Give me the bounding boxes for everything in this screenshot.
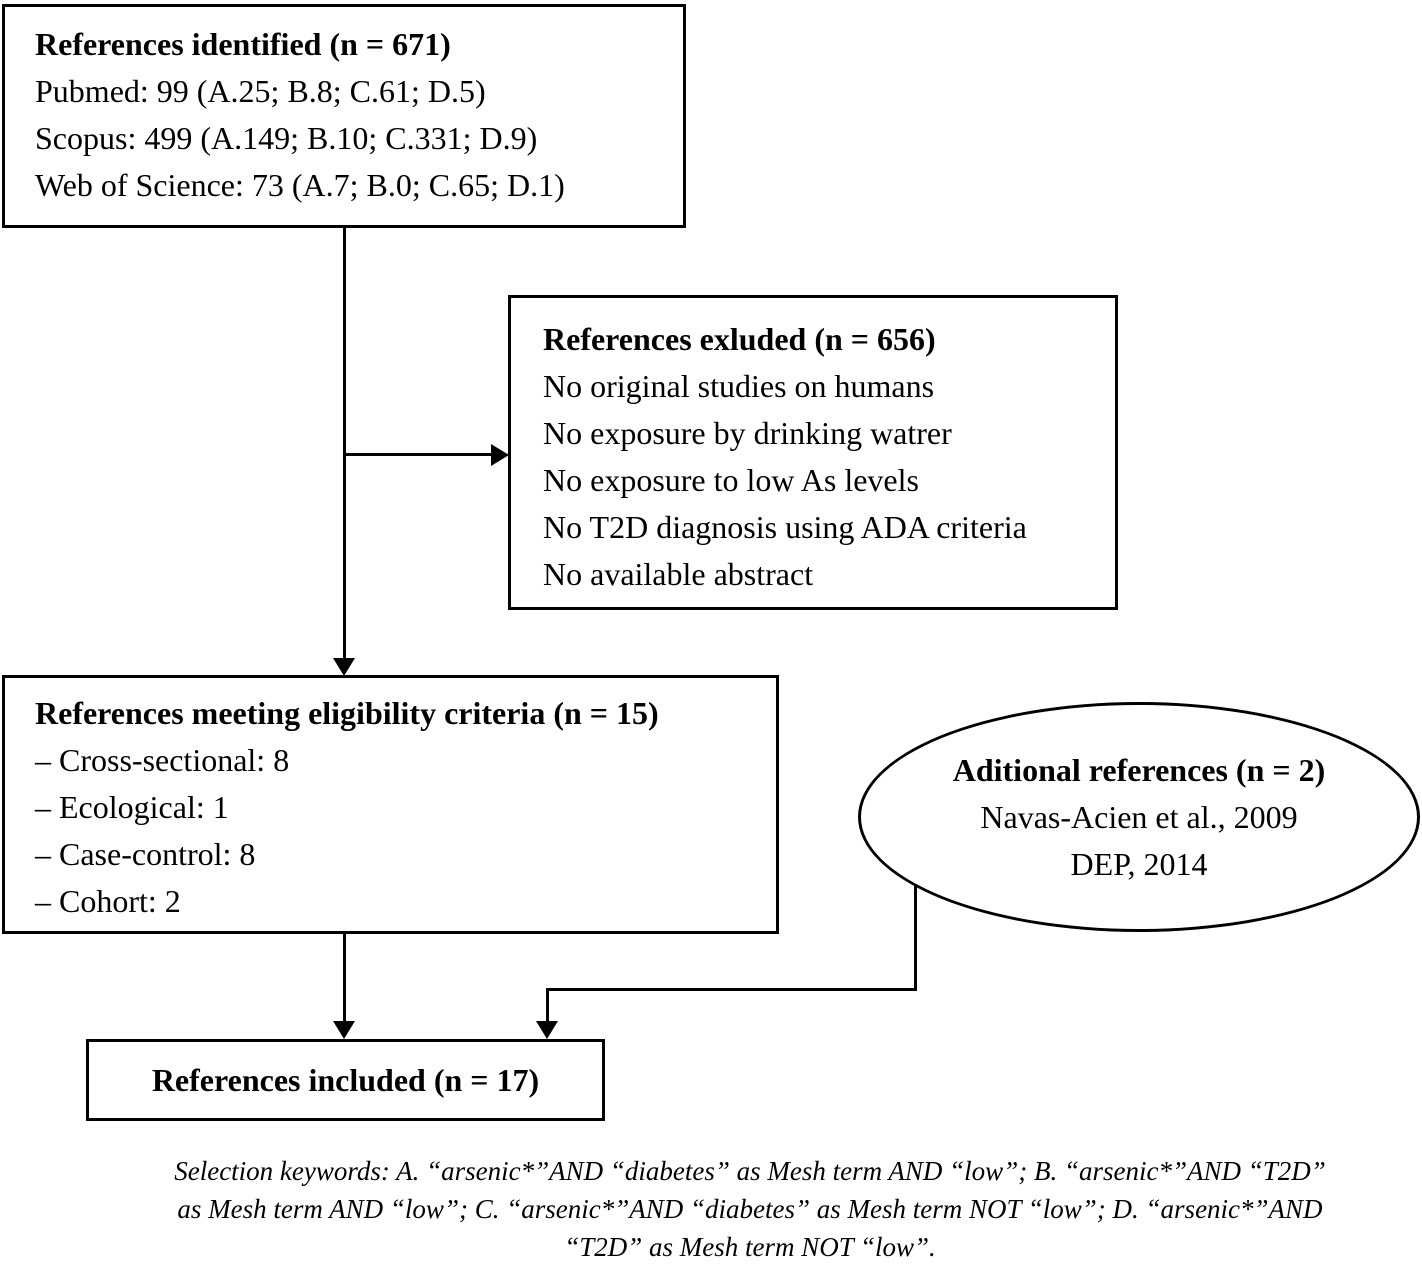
arrowhead-down-included-left bbox=[333, 1021, 355, 1039]
arrowhead-down-included-right bbox=[536, 1021, 558, 1039]
box-references-excluded: References exluded (n = 656) No original… bbox=[508, 295, 1118, 610]
connector-branch-to-excluded bbox=[343, 453, 493, 456]
connector-identified-to-eligible bbox=[343, 228, 346, 658]
arrowhead-right-excluded bbox=[491, 444, 509, 466]
connector-additional-vertical-2 bbox=[546, 991, 549, 1021]
selection-keywords-footnote: Selection keywords: A. “arsenic*”AND “di… bbox=[79, 1152, 1421, 1266]
box-references-identified: References identified (n = 671) Pubmed: … bbox=[2, 4, 686, 228]
identified-line-pubmed: Pubmed: 99 (A.25; B.8; C.61; D.5) bbox=[35, 73, 486, 109]
additional-line-dep: DEP, 2014 bbox=[1070, 845, 1208, 882]
eligible-line-cohort: – Cohort: 2 bbox=[35, 883, 181, 919]
arrowhead-down-eligible bbox=[333, 658, 355, 676]
additional-title: Aditional references (n = 2) bbox=[952, 751, 1326, 788]
box-references-eligible: References meeting eligibility criteria … bbox=[2, 675, 779, 934]
eligible-line-cross-sectional: – Cross-sectional: 8 bbox=[35, 742, 290, 778]
identified-line-wos: Web of Science: 73 (A.7; B.0; C.65; D.1) bbox=[35, 167, 565, 203]
eligible-line-case-control: – Case-control: 8 bbox=[35, 836, 256, 872]
connector-additional-vertical-1 bbox=[914, 884, 917, 991]
included-title: References included (n = 17) bbox=[151, 1061, 540, 1098]
additional-line-navas-acien: Navas-Acien et al., 2009 bbox=[980, 798, 1298, 835]
ellipse-additional-references: Aditional references (n = 2) Navas-Acien… bbox=[858, 702, 1420, 932]
excluded-title: References exluded (n = 656) bbox=[543, 321, 936, 357]
excluded-line-1: No original studies on humans bbox=[543, 368, 935, 404]
excluded-line-2: No exposure by drinking watrer bbox=[543, 415, 952, 451]
box-references-included: References included (n = 17) bbox=[86, 1039, 605, 1121]
identified-line-scopus: Scopus: 499 (A.149; B.10; C.331; D.9) bbox=[35, 120, 538, 156]
identified-title: References identified (n = 671) bbox=[35, 26, 451, 62]
excluded-line-3: No exposure to low As levels bbox=[543, 462, 919, 498]
eligible-title: References meeting eligibility criteria … bbox=[35, 695, 659, 731]
excluded-line-5: No available abstract bbox=[543, 556, 814, 592]
footnote-line-3: “T2D” as Mesh term NOT “low”. bbox=[564, 1232, 936, 1262]
footnote-line-1: Selection keywords: A. “arsenic*”AND “di… bbox=[174, 1156, 1326, 1186]
connector-additional-horizontal bbox=[546, 988, 917, 991]
footnote-line-2: as Mesh term AND “low”; C. “arsenic*”AND… bbox=[177, 1194, 1323, 1224]
eligible-line-ecological: – Ecological: 1 bbox=[35, 789, 229, 825]
connector-eligible-to-included bbox=[343, 934, 346, 1021]
excluded-line-4: No T2D diagnosis using ADA criteria bbox=[543, 509, 1027, 545]
